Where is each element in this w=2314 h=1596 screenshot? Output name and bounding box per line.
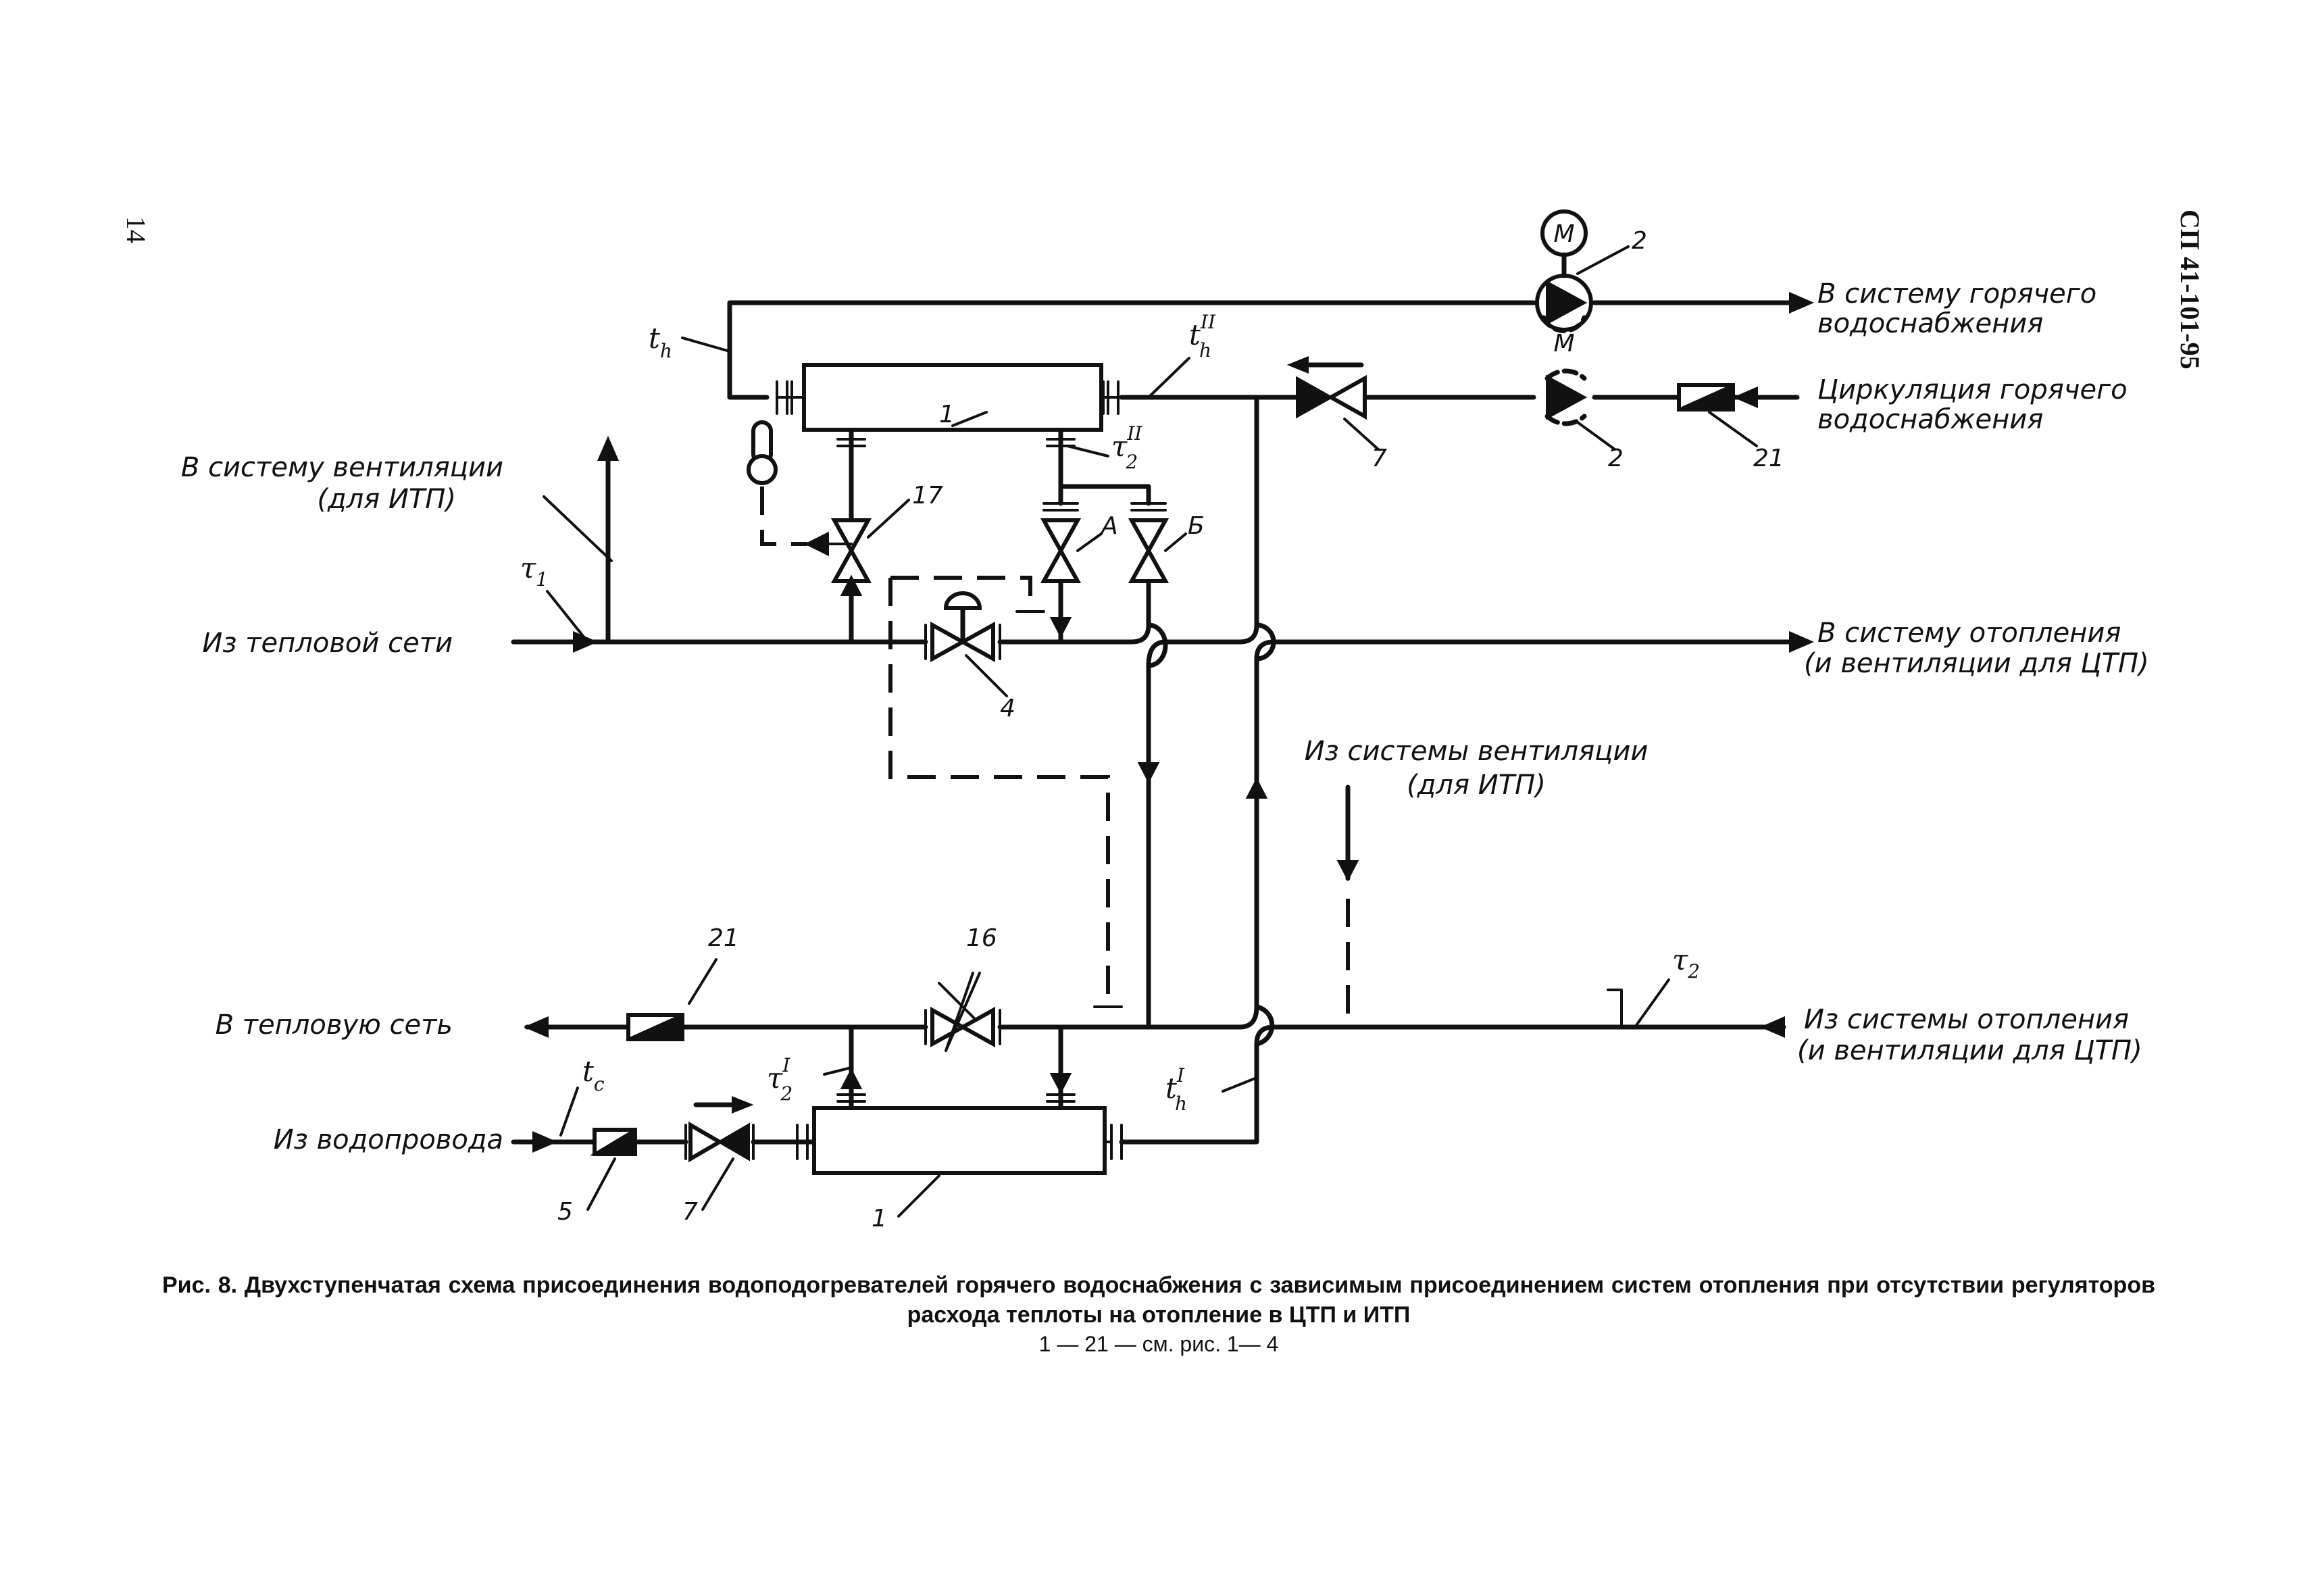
num-valve-7-top: 7 [1372,445,1387,472]
flow-arrows [523,291,1815,1153]
arrow-heating-return-in [1759,1016,1785,1039]
label-from-water-supply: Из водопровода [274,1124,503,1155]
flow-labels: В систему горячего водоснабжения Циркуля… [181,278,2149,1155]
label-from-vent-1: Из системы вентиляции [1305,736,1649,767]
arrow-heating-out [1789,630,1815,653]
check-valve-21-top [1677,382,1735,412]
crossover-hump-1 [1146,622,1168,668]
arrow-vent-down [1336,860,1359,882]
standard-code: СП 41-101-95 [2175,209,2205,370]
impulse-lines [760,487,1123,1008]
pipe-tau2-II-branch [1058,427,1151,506]
arrow-A-down [1049,617,1072,639]
check-valve-21-bottom [626,1012,684,1041]
num-heater-top: 1 [939,401,955,428]
num-valve-16: 16 [966,924,997,952]
valve-16 [924,1006,1001,1048]
label-from-heating-1: Из системы отопления [1804,1004,2129,1035]
symbol-th: th [649,322,672,362]
num-pump-top: 2 [1632,227,1647,255]
arrow-circulation-in [1732,386,1758,409]
caption-note: 1 — 21 — см. рис. 1— 4 [1038,1332,1279,1356]
arrow-17-up [840,574,863,596]
arrow-B-down [1137,762,1160,784]
pump-circulation: M [1541,315,1588,426]
caption-title: Рис. 8. Двухступенчатая схема присоедине… [162,1272,2155,1328]
arrow-cold-water-in [532,1130,558,1153]
label-from-heat-network: Из тепловой сети [202,628,453,659]
page-number: 14 [121,216,151,243]
num-regulator-4: 4 [1000,695,1015,722]
label-to-heating-2: (и вентиляции для ЦТП) [1804,648,2149,679]
arrow-to-heat-network [523,1016,549,1039]
label-from-heating-2: (и вентиляции для ЦТП) [1797,1035,2142,1066]
crossover-B-supply [1129,622,1168,668]
crossover-hump-2 [1254,622,1276,662]
num-check-21-top: 21 [1753,445,1784,472]
callout-numbers: 2 2 7 21 1 17 А Б 4 21 16 5 7 1 [557,227,1784,1232]
crossovers [1129,622,1276,1047]
valve-B [1128,502,1169,583]
num-check-21-bottom: 21 [708,924,739,952]
valve-A [1040,502,1082,583]
num-valve-B: Б [1188,512,1205,540]
symbol-tau2: τ2 [1672,943,1700,982]
check-valve-5 [589,1127,637,1156]
label-to-hot-water-1: В систему горячего [1817,278,2096,309]
impulse-end-top [1015,610,1123,1008]
label-circulation-2: водоснабжения [1817,404,2043,435]
valve-7-bottom [684,1121,755,1163]
arrow-stageI-down [1049,1073,1072,1095]
valve-17 [804,518,872,583]
label-to-heat-network: В тепловую сеть [216,1009,453,1041]
impulse-4-loop [888,576,1110,1007]
num-heater-bottom: 1 [872,1205,887,1232]
num-valve-17: 17 [912,482,943,509]
heat-exchanger-stage-II [776,363,1123,447]
pipe-hot-water-supply [727,300,1793,400]
temperature-sensor [747,420,778,485]
piping [511,300,1793,1145]
label-to-vent-2: (для ИТП) [317,484,456,515]
label-circulation-1: Циркуляция горячего [1817,374,2128,405]
num-valve-7-bottom: 7 [682,1198,698,1226]
crossover-hump-3 [1254,1004,1275,1047]
label-to-vent-1: В систему вентиляции [181,452,503,483]
figure-caption: Рис. 8. Двухступенчатая схема присоедине… [162,1270,2155,1358]
symbol-tc: tc [582,1055,605,1095]
num-check-5: 5 [557,1198,573,1226]
impulse-17 [760,487,807,546]
label-to-heating-1: В систему отопления [1817,618,2121,649]
leader-lines [543,245,1758,1218]
symbol-tau1: τ1 [520,551,548,591]
arrow-flow-7b-head [732,1096,754,1114]
arrow-riser-up [1245,777,1268,799]
label-from-vent-2: (для ИТП) [1407,770,1546,801]
heat-exchanger-stage-I [796,1093,1123,1175]
crossover-riser-supply [1237,622,1276,662]
valve-7-top [1296,374,1367,420]
num-valve-A: А [1100,512,1118,540]
regulator-4 [924,591,1001,663]
arrow-stageI-up [840,1068,863,1089]
arrow-vent-up [597,435,620,461]
label-to-hot-water-2: водоснабжения [1817,308,2043,339]
num-pump-bottom: 2 [1608,445,1624,472]
motor-label-2: M [1553,330,1574,357]
motor-label: M [1553,220,1574,248]
pump-hot-water: M [1535,209,1593,332]
arrow-hot-water-out [1789,291,1815,314]
arrow-flow-7-head [1286,356,1309,374]
